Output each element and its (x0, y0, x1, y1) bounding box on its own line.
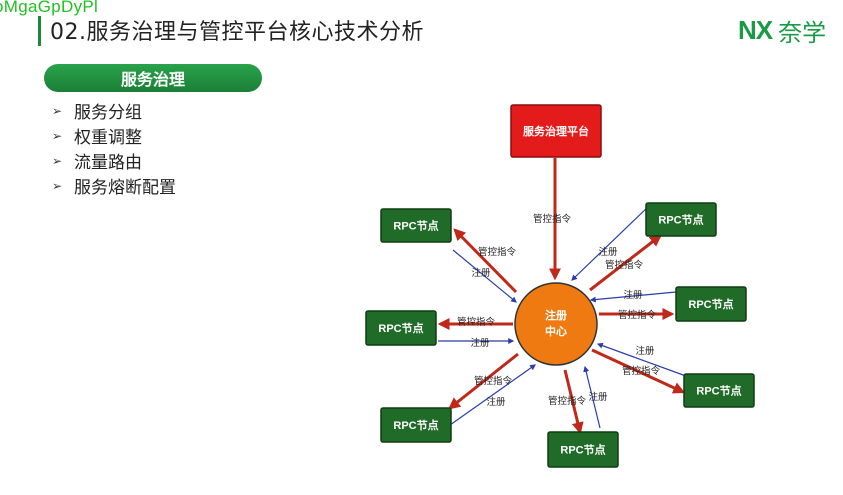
register-label-node3: 注册 (486, 396, 506, 408)
register-label-node4: 注册 (588, 391, 608, 403)
control-label-node6: 管控指令 (618, 309, 657, 321)
bullet-item: ➢ 流量路由 (52, 148, 176, 173)
control-arrow-node5 (589, 234, 662, 292)
rpc-node-3-box (380, 407, 452, 443)
platform-node: 服务治理平台 (510, 104, 602, 158)
rpc-node-5: RPC节点 (645, 202, 717, 237)
rpc-node-1-label: RPC节点 (393, 219, 438, 233)
bullet-arrow-icon: ➢ (52, 178, 63, 193)
platform-control-label: 管控指令 (533, 213, 572, 225)
rpc-node-2: RPC节点 (365, 310, 437, 346)
register-label-node1: 注册 (471, 267, 491, 279)
register-arrow-node4 (583, 365, 601, 429)
rpc-node-3: RPC节点 (380, 407, 452, 443)
registry-center-label-line1: 注册 (545, 308, 567, 322)
control-arrow-node1 (453, 228, 518, 294)
rpc-node-7-box (683, 373, 755, 408)
registry-center-circle (514, 282, 598, 366)
bullet-arrow-icon: ➢ (52, 128, 63, 143)
control-label-node3: 管控指令 (474, 375, 513, 387)
bullet-text: 服务熔断配置 (74, 178, 176, 198)
watermark-text: oMgaGpDyPl (0, 0, 99, 16)
control-label-node7: 管控指令 (622, 365, 661, 377)
register-arrow-node3 (449, 364, 536, 426)
register-arrow-node5 (571, 204, 651, 281)
rpc-node-2-label: RPC节点 (378, 321, 423, 335)
registry-center-label-line2: 中心 (545, 324, 567, 338)
rpc-node-4: RPC节点 (547, 431, 619, 468)
rpc-node-5-box (645, 202, 717, 237)
page-title: 02.服务治理与管控平台核心技术分析 (50, 20, 424, 45)
rpc-node-6-label: RPC节点 (688, 297, 733, 311)
rpc-node-6: RPC节点 (675, 286, 747, 322)
logo-text: 奈学 (778, 18, 827, 47)
control-arrow-node4 (563, 369, 584, 435)
register-arrow-node7 (596, 342, 687, 377)
rpc-node-4-label: RPC节点 (560, 443, 605, 457)
rpc-node-7: RPC节点 (683, 373, 755, 408)
rpc-node-2-box (365, 310, 437, 346)
rpc-node-4-box (547, 431, 619, 468)
bullet-text: 权重调整 (74, 128, 142, 148)
control-label-node5: 管控指令 (605, 259, 644, 271)
rpc-node-1: RPC节点 (380, 208, 452, 243)
bullet-item: ➢ 服务熔断配置 (52, 173, 176, 198)
brand-logo: NX 奈学 (738, 13, 826, 47)
section-heading-pill: 服务治理 (44, 64, 262, 92)
control-arrow-node7 (591, 348, 686, 394)
register-label-node5: 注册 (598, 246, 618, 258)
register-label-node6: 注册 (623, 289, 643, 301)
title-accent-bar (38, 16, 41, 46)
control-label-node1: 管控指令 (478, 246, 517, 258)
rpc-node-3-label: RPC节点 (393, 418, 438, 432)
rpc-node-1-box (380, 208, 452, 243)
bullet-list: ➢ 服务分组 ➢ 权重调整 ➢ 流量路由 ➢ 服务熔断配置 (52, 98, 176, 198)
bullet-text: 服务分组 (74, 103, 142, 123)
platform-node-label: 服务治理平台 (523, 124, 589, 138)
bullet-text: 流量路由 (74, 153, 142, 173)
rpc-node-5-label: RPC节点 (658, 213, 703, 227)
diagram-edges: 管控指令管控指令注册管控指令注册管控指令注册管控指令注册注册管控指令注册管控指令… (437, 158, 687, 435)
rpc-node-7-label: RPC节点 (696, 384, 741, 398)
diagram-nodes: 服务治理平台 RPC节点 RPC节点 RPC节点 RPC节点 RPC节点 RPC节点 RPC节… (365, 104, 755, 468)
control-arrow-node3 (448, 352, 519, 410)
rpc-node-6-box (675, 286, 747, 322)
bullet-arrow-icon: ➢ (52, 153, 63, 168)
bullet-item: ➢ 权重调整 (52, 123, 176, 148)
bullet-arrow-icon: ➢ (52, 103, 63, 118)
register-arrow-node1 (452, 249, 517, 303)
control-label-node4: 管控指令 (548, 395, 587, 407)
platform-node-box (510, 104, 602, 158)
register-arrow-node6 (589, 291, 677, 303)
control-label-node2: 管控指令 (457, 316, 496, 328)
register-label-node2: 注册 (470, 337, 490, 349)
bullet-item: ➢ 服务分组 (52, 98, 176, 123)
register-label-node7: 注册 (635, 345, 655, 357)
logo-mark: NX (738, 14, 773, 45)
